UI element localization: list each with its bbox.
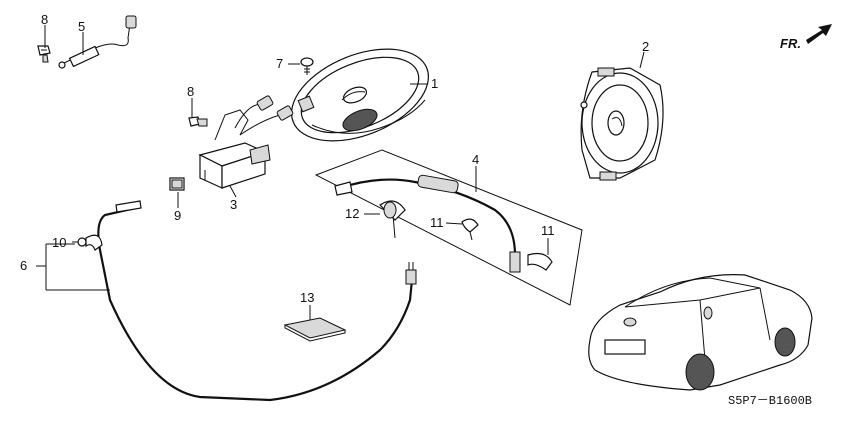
part-8-bolt-upper bbox=[37, 45, 51, 63]
callout-8-upper: 8 bbox=[41, 12, 48, 27]
part-11-clip-middle bbox=[461, 218, 479, 241]
part-7-screw bbox=[300, 57, 314, 75]
callout-4: 4 bbox=[472, 152, 479, 167]
part-9-clip bbox=[169, 177, 185, 191]
part-12-cable-clamp bbox=[379, 200, 406, 239]
callout-12: 12 bbox=[345, 206, 359, 221]
front-arrow-icon bbox=[806, 24, 832, 44]
part-5-wire-harness bbox=[58, 15, 137, 69]
part-11-clip-right bbox=[527, 252, 553, 271]
callout-13: 13 bbox=[300, 290, 314, 305]
part-10-clamp bbox=[77, 234, 103, 251]
callout-7: 7 bbox=[276, 56, 283, 71]
callout-2: 2 bbox=[642, 39, 649, 54]
car-illustration bbox=[588, 274, 813, 391]
callout-labels: 8 5 7 1 2 8 3 9 4 12 11 11 10 6 13 bbox=[20, 12, 649, 305]
callout-11-middle: 11 bbox=[430, 215, 444, 230]
callout-5: 5 bbox=[78, 19, 85, 34]
direction-label: FR. bbox=[780, 36, 801, 51]
front-direction-indicator: FR. bbox=[780, 24, 832, 51]
callout-8-lower: 8 bbox=[187, 84, 194, 99]
callout-9: 9 bbox=[174, 208, 181, 223]
callout-6: 6 bbox=[20, 258, 27, 273]
callout-10: 10 bbox=[52, 235, 66, 250]
leader-lines bbox=[36, 25, 645, 320]
callout-1: 1 bbox=[431, 76, 438, 91]
part-4-antenna-sub-cable bbox=[334, 174, 521, 273]
diagram-code: S5P7－B1600B bbox=[728, 394, 812, 408]
callout-11-right: 11 bbox=[541, 223, 555, 238]
part-2-round-speaker bbox=[580, 67, 664, 181]
part-1-oval-speaker bbox=[290, 48, 430, 142]
part-3-amplifier-unit bbox=[198, 95, 294, 189]
part-8-bolt-lower bbox=[188, 116, 208, 127]
part-6-antenna-feeder-cable bbox=[97, 200, 417, 402]
part-13-pad bbox=[283, 317, 347, 342]
callout-3: 3 bbox=[230, 197, 237, 212]
assembly-group-frame bbox=[314, 149, 583, 306]
